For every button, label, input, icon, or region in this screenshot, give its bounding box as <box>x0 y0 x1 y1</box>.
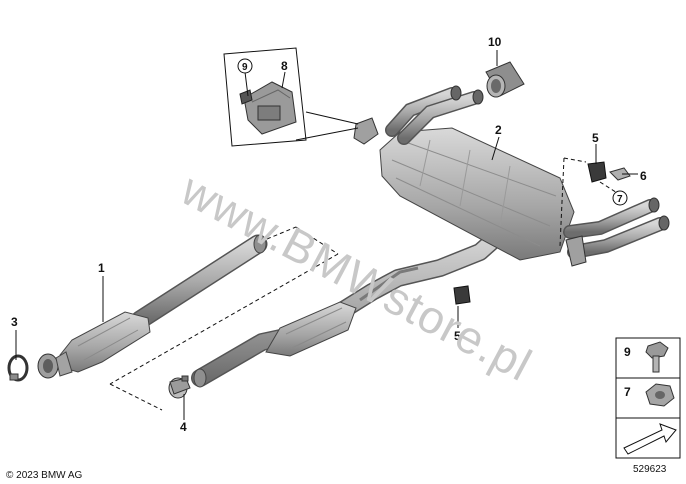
callout-5-upper: 5 <box>592 131 599 145</box>
callout-5-lower: 5 <box>454 329 461 343</box>
callout-3: 3 <box>11 315 18 329</box>
callout-7: 7 <box>617 194 623 205</box>
hex-bolt-icon <box>645 341 669 373</box>
callout-10: 10 <box>488 35 502 49</box>
legend-bolt-number: 9 <box>624 345 631 359</box>
callout-6: 6 <box>640 169 647 183</box>
callout-4: 4 <box>180 420 187 434</box>
callout-8: 8 <box>281 59 288 73</box>
tailpipe-trim-part-10 <box>485 61 525 98</box>
rubber-mount-part-5-lower <box>453 285 471 305</box>
callout-1: 1 <box>98 261 105 275</box>
hex-nut-icon <box>645 383 675 407</box>
front-pipe-catalytic-converter <box>37 234 268 379</box>
fastener-legend: 9 7 <box>615 337 681 459</box>
pipe-clamp-part-4 <box>168 375 191 399</box>
direction-arrow-icon <box>623 423 677 455</box>
clamp-part-3 <box>7 354 29 382</box>
callout-9: 9 <box>242 62 248 73</box>
legend-nut-number: 7 <box>624 385 631 399</box>
rear-muffler <box>353 85 670 267</box>
leader-lines <box>15 50 638 420</box>
diagram-number: 529623 <box>633 464 667 475</box>
callout-9-circle: 9 <box>237 58 253 74</box>
callout-2: 2 <box>495 123 502 137</box>
callout-7-circle: 7 <box>612 190 628 206</box>
copyright: © 2023 BMW AG <box>6 470 83 481</box>
rubber-mount-part-5-upper <box>587 161 607 183</box>
bracket-part-6 <box>609 167 631 181</box>
